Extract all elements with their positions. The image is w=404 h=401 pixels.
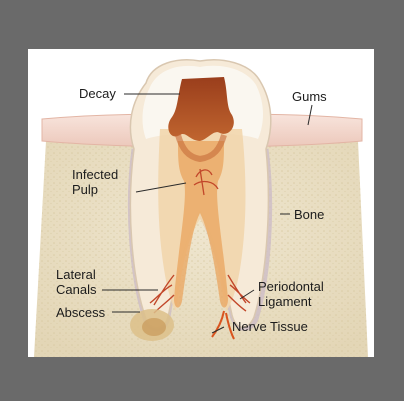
- label-lateral-canals-line1: Lateral: [56, 267, 96, 282]
- label-periodontal-ligament-line2: Ligament: [258, 294, 324, 309]
- label-lateral-canals: Lateral Canals: [56, 267, 96, 297]
- label-infected-pulp-line2: Pulp: [72, 182, 118, 197]
- label-infected-pulp: Infected Pulp: [72, 167, 118, 197]
- label-abscess: Abscess: [56, 305, 105, 320]
- label-periodontal-ligament-line1: Periodontal: [258, 279, 324, 294]
- label-bone: Bone: [294, 207, 324, 222]
- label-nerve-tissue: Nerve Tissue: [232, 319, 308, 334]
- abscess-core: [142, 318, 166, 336]
- label-decay: Decay: [79, 86, 116, 101]
- label-lateral-canals-line2: Canals: [56, 282, 96, 297]
- tooth-diagram-panel: Decay Gums Infected Pulp Bone Lateral Ca…: [28, 49, 374, 357]
- label-gums: Gums: [292, 89, 327, 104]
- label-periodontal-ligament: Periodontal Ligament: [258, 279, 324, 309]
- label-infected-pulp-line1: Infected: [72, 167, 118, 182]
